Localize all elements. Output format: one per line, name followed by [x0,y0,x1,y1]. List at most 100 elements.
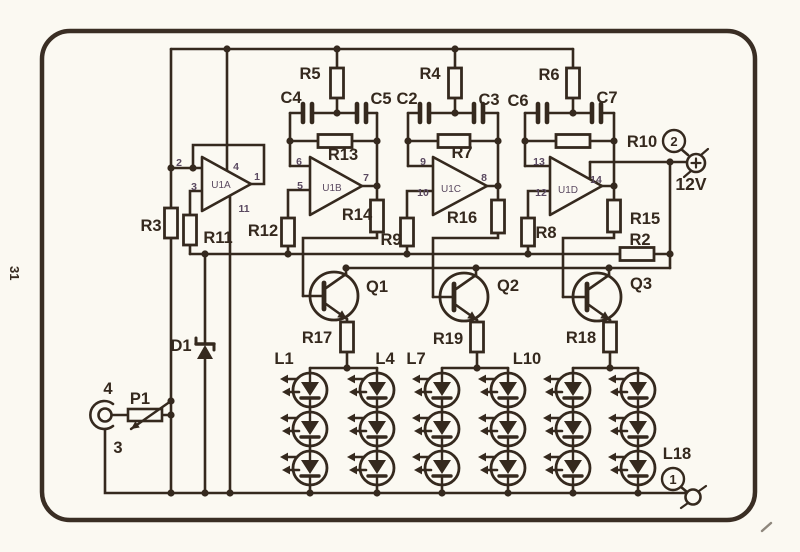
resistor-R15 [606,198,622,234]
wire [561,230,616,299]
led-triangle [433,460,451,474]
jack-pin [97,407,113,423]
label-U1A_p11: 11 [238,203,249,215]
junction-dot [343,364,351,372]
arrow-head [349,387,357,397]
junction-dots [167,45,674,497]
open-terminal-icon [684,488,702,506]
led [608,371,657,409]
junction-dot [167,397,175,405]
led [478,371,527,409]
led-triangle [368,421,386,435]
led [412,410,461,448]
capacitor-C2 [417,101,432,125]
opamp-U1C [431,155,489,217]
arrow-head [478,413,486,423]
resistors [163,66,656,354]
wire [587,273,611,291]
label-U1A_p1: 1 [254,171,260,183]
label-U1A_p3: 3 [191,181,197,193]
label-L1: L1 [274,350,293,368]
led-triangle [499,460,517,474]
wire [699,147,710,157]
resistor-R14 [369,198,385,234]
label-R11: R11 [203,229,232,247]
wire [103,427,687,495]
wiper-arrow [129,399,173,431]
wire [301,230,379,298]
led [280,449,329,487]
led-triangle [629,421,647,435]
led [543,410,592,448]
capacitor-C7 [589,101,604,125]
wire [526,189,552,220]
led-triangle [301,421,319,435]
label-U1D_p14: 14 [590,174,602,186]
label-R12: R12 [248,222,278,240]
resistor-R8 [520,216,536,248]
label-J3: 3 [113,439,122,457]
label-U1B_p5: 5 [297,180,303,192]
junction-dot [404,137,412,145]
wire [682,169,693,179]
junction-dot [666,250,674,258]
resistor-R5 [329,66,345,100]
opamps [200,155,604,217]
led-triangle [368,460,386,474]
led-triangle [433,382,451,396]
label-C7: C7 [596,89,617,107]
label-TERM2: 2 [670,134,677,149]
arrow-head [608,413,616,423]
label-L18: L18 [663,445,691,463]
junction-dot [342,264,350,272]
resistor-R6 [565,66,581,100]
led [280,371,329,409]
wire [679,501,690,510]
arrow-head [282,387,290,397]
label-U1D_p12: 12 [535,187,547,199]
arrow-head [608,452,616,462]
junction-dot [606,364,614,372]
junction-dot [524,250,532,258]
led-triangle [499,382,517,396]
label-R10: R10 [627,133,657,151]
label-R7: R7 [451,144,472,162]
label-U1B: U1B [322,183,342,194]
label-L7: L7 [406,350,425,368]
zener-diode-D1 [194,336,216,359]
label-R18: R18 [566,329,596,347]
resistor-R19 [469,320,485,354]
led-triangle [564,382,582,396]
label-R8: R8 [535,224,556,242]
label-V12: 12V [675,174,706,194]
arrow-head [545,387,553,397]
input-jack [89,399,115,431]
label-U1C: U1C [441,184,461,195]
opamp-U1A [200,155,253,213]
label-TERM1: 1 [669,472,676,487]
resistor-R12 [280,216,296,248]
junction-dot [494,137,502,145]
label-PAGE: 31 [7,266,22,280]
led [478,449,527,487]
led-triangle [433,421,451,435]
label-D1: D1 [170,337,191,355]
junction-dot [504,489,512,497]
label-P1: P1 [130,390,150,408]
label-C3: C3 [478,91,499,109]
potentiometer-P1 [126,399,173,431]
opamp-U1D [548,155,604,217]
resistor-R18 [602,320,618,354]
led-triangle [499,421,517,435]
label-C2: C2 [396,90,417,108]
label-U1D: U1D [558,185,578,196]
junction-dot [286,137,294,145]
label-J4: 4 [103,380,113,398]
label-Q1: Q1 [366,278,388,296]
resistor-R10 [554,133,592,149]
wire [286,188,312,220]
junction-dot [521,137,529,145]
label-R2: R2 [629,231,650,249]
junction-dot [438,489,446,497]
label-R17: R17 [302,329,332,347]
